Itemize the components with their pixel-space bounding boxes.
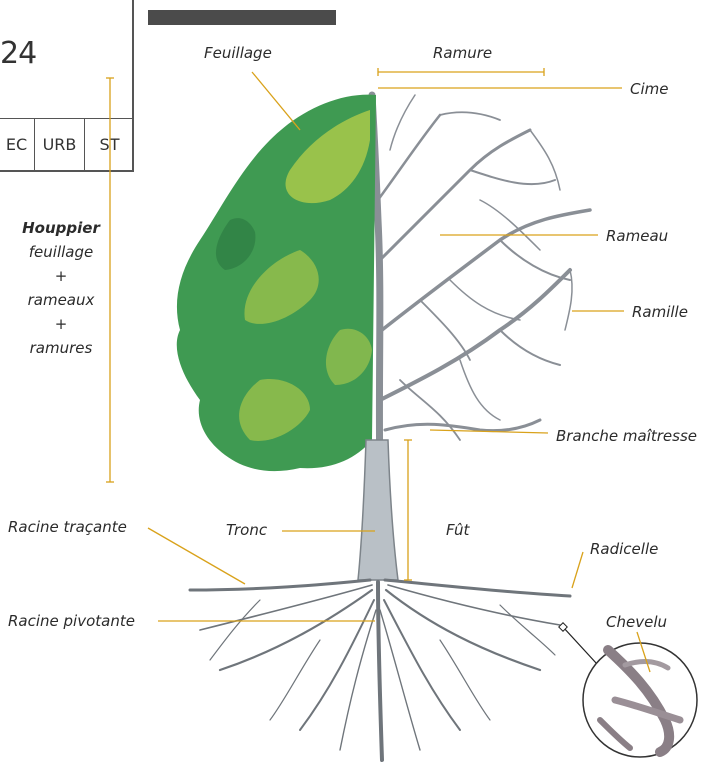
- houppier-title: Houppier: [6, 216, 116, 240]
- roots: [190, 580, 570, 760]
- label-fut: Fût: [446, 521, 469, 539]
- houppier-line: +: [6, 264, 116, 288]
- label-ramure: Ramure: [433, 44, 492, 62]
- houppier-line: rameaux: [6, 288, 116, 312]
- label-ramille: Ramille: [632, 303, 688, 321]
- houppier-line: feuillage: [6, 240, 116, 264]
- houppier-line: +: [6, 312, 116, 336]
- label-chevelu: Chevelu: [606, 613, 667, 631]
- label-branche-maitresse: Branche maîtresse: [556, 427, 697, 445]
- chevelu-zoom: [559, 623, 697, 757]
- foliage-crown: [177, 95, 376, 471]
- label-racine-tracante: Racine traçante: [8, 518, 127, 536]
- label-cime: Cime: [630, 80, 668, 98]
- label-feuillage: Feuillage: [204, 44, 272, 62]
- houppier-block: Houppier feuillage + rameaux + ramures: [6, 216, 116, 360]
- bare-branches: [372, 95, 590, 480]
- label-tronc: Tronc: [226, 521, 267, 539]
- label-rameau: Rameau: [606, 227, 668, 245]
- trunk: [358, 440, 398, 580]
- label-radicelle: Radicelle: [590, 540, 658, 558]
- houppier-line: ramures: [6, 336, 116, 360]
- label-racine-pivotante: Racine pivotante: [8, 612, 135, 630]
